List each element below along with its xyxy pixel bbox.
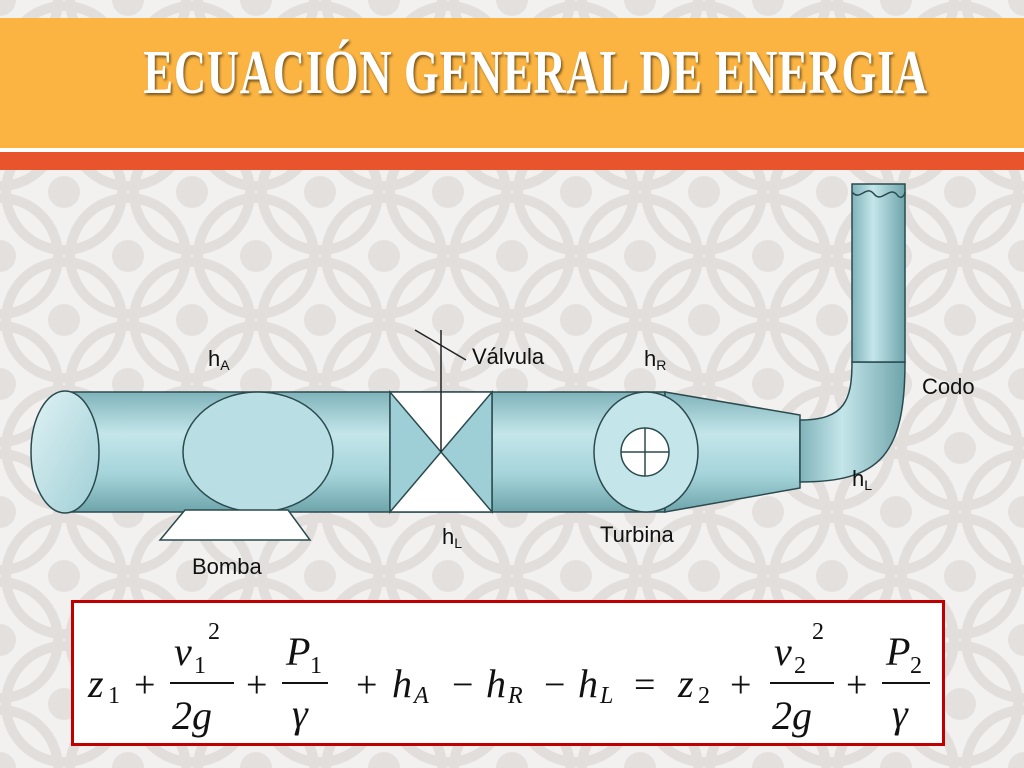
eq-v1-exp: 2 — [208, 619, 220, 645]
eq-hL-sub: L — [599, 683, 613, 709]
eq-hA-sub: A — [412, 683, 429, 709]
valve-pointer — [414, 329, 467, 361]
eq-minus-1: − — [452, 664, 473, 706]
eq-plus-5: + — [846, 664, 867, 706]
valve-right-triangle — [440, 389, 493, 515]
eq-z2-sub: 2 — [698, 683, 710, 709]
eq-gamma-left: γ — [292, 691, 309, 736]
pipe-elbow — [799, 361, 906, 483]
eq-v1: v — [174, 629, 192, 674]
eq-P2: P — [885, 629, 910, 674]
eq-P1: P — [285, 629, 310, 674]
label-bomba: Bomba — [192, 554, 262, 579]
pipe-inlet-opening — [30, 390, 100, 514]
pump-stand — [158, 509, 312, 541]
eq-hA: h — [392, 661, 412, 706]
eq-plus-3: + — [356, 664, 377, 706]
eq-v2-exp: 2 — [812, 619, 824, 645]
energy-equation: z 1 + v 1 2 2g + P 1 γ + h A − h R − h L… — [87, 619, 930, 738]
eq-hR-sub: R — [507, 683, 523, 709]
vertical-pipe — [851, 183, 906, 363]
eq-plus-4: + — [730, 664, 751, 706]
eq-plus-2: + — [246, 664, 267, 706]
eq-plus-1: + — [134, 664, 155, 706]
eq-v2: v — [774, 629, 792, 674]
label-hA: hA — [208, 346, 230, 373]
label-hR: hR — [644, 346, 667, 373]
slide-title: ECUACIÓN GENERAL DE ENERGIA — [143, 39, 929, 107]
main-pipe — [64, 391, 666, 513]
energy-equation-box: z 1 + v 1 2 2g + P 1 γ + h A − h R − h L… — [71, 600, 945, 746]
eq-hR: h — [486, 661, 506, 706]
pump-body — [182, 391, 334, 513]
eq-z1-sub: 1 — [108, 683, 120, 709]
label-hL-elbow: hL — [852, 466, 873, 493]
eq-gamma-right: γ — [892, 691, 909, 736]
eq-P1-sub: 1 — [310, 653, 322, 679]
title-band — [0, 18, 1024, 152]
eq-P2-sub: 2 — [910, 653, 922, 679]
eq-v1-sub: 1 — [194, 653, 206, 679]
label-codo: Codo — [922, 374, 975, 399]
eq-minus-2: − — [544, 664, 565, 706]
label-hL-valve: hL — [442, 524, 463, 551]
label-valvula: Válvula — [472, 344, 545, 369]
water-surface — [851, 190, 906, 199]
eq-2g-right: 2g — [772, 693, 812, 738]
label-turbina: Turbina — [600, 522, 674, 547]
eq-hL: h — [578, 661, 598, 706]
eq-z2: z — [677, 661, 694, 706]
valve-left-triangle — [389, 389, 442, 515]
eq-v2-sub: 2 — [794, 653, 806, 679]
accent-band — [0, 152, 1024, 170]
eq-equals: = — [634, 664, 655, 706]
eq-2g-left: 2g — [172, 693, 212, 738]
eq-z1: z — [87, 661, 104, 706]
